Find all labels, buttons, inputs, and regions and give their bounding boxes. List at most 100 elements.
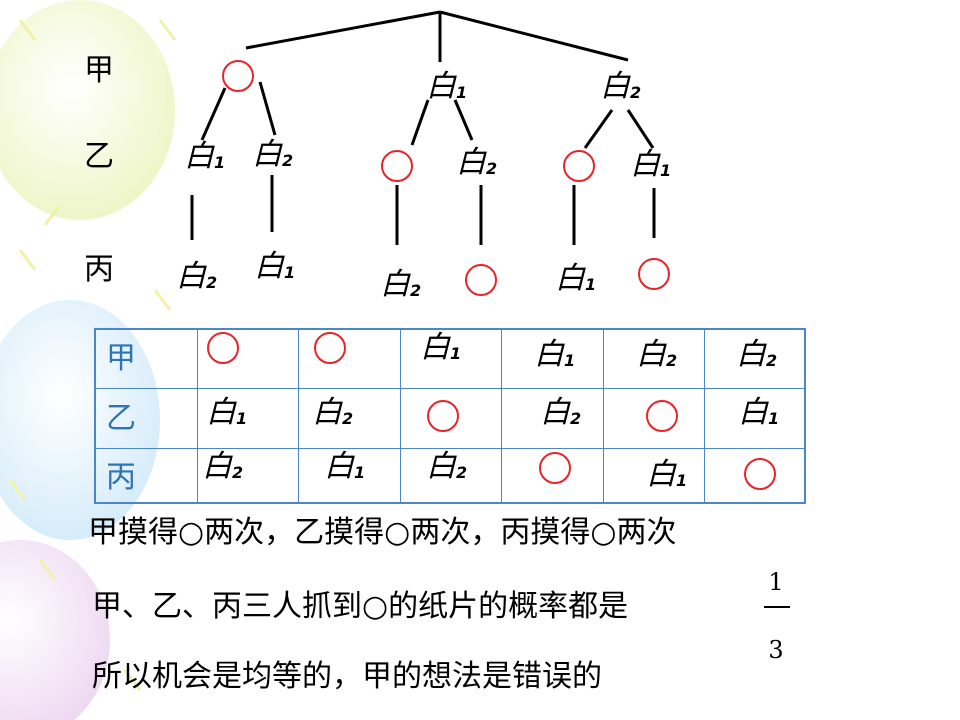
table-cell-ball <box>427 400 459 432</box>
white-char: 白 <box>534 337 564 372</box>
white-char: 白 <box>426 449 456 484</box>
white-char: 白 <box>176 259 206 294</box>
white-char: 白 <box>426 69 456 104</box>
table-divider <box>197 330 198 502</box>
table-row-label-yi: 乙 <box>106 401 136 436</box>
white-char: 白 <box>206 395 236 430</box>
tree-node-ball <box>465 264 497 296</box>
table-cell-ball <box>744 458 776 490</box>
white-sub: 1 <box>354 463 366 482</box>
tree-node-white: 白2 <box>380 270 421 300</box>
tree-node-white: 白1 <box>184 142 225 172</box>
conclusion-line-3: 所以机会是均等的，甲的想法是错误的 <box>92 659 602 694</box>
white-sub: 1 <box>585 275 597 294</box>
table-cell-white: 白2 <box>636 340 677 370</box>
tree-diagram-lines <box>190 10 656 245</box>
white-sub: 2 <box>232 463 244 482</box>
table-cell-white: 白1 <box>534 340 575 370</box>
tree-label-bing: 丙 <box>84 252 114 287</box>
table-divider <box>400 330 401 502</box>
white-char: 白 <box>324 449 354 484</box>
table-cell-white: 白1 <box>738 398 779 428</box>
table-cell-white: 白2 <box>736 340 777 370</box>
white-char: 白 <box>380 267 410 302</box>
white-sub: 2 <box>630 83 642 102</box>
white-sub: 2 <box>666 351 678 370</box>
white-char: 白 <box>736 337 766 372</box>
white-char: 白 <box>738 395 768 430</box>
conclusion-line-2: 甲、乙、丙三人抓到○的纸片的概率都是 <box>92 589 629 624</box>
white-sub: 2 <box>570 409 582 428</box>
white-sub: 1 <box>236 409 248 428</box>
table-cell-white: 白2 <box>202 452 243 482</box>
white-char: 白 <box>630 147 660 182</box>
sparkles <box>8 19 177 691</box>
outcome-table <box>94 328 806 504</box>
fraction-numerator: 1 <box>768 568 784 596</box>
white-char: 白 <box>600 69 630 104</box>
white-sub: 1 <box>676 471 688 490</box>
tree-node-ball <box>381 150 413 182</box>
white-sub: 2 <box>766 351 778 370</box>
table-row-label-jia: 甲 <box>106 341 136 376</box>
tree-node-white: 白2 <box>600 72 641 102</box>
table-cell-white: 白1 <box>206 398 247 428</box>
table-divider <box>603 330 604 502</box>
white-sub: 1 <box>450 344 462 363</box>
table-divider <box>704 330 705 502</box>
tree-node-white: 白1 <box>254 252 295 282</box>
balloon-green <box>0 0 175 220</box>
tree-node-white: 白1 <box>555 264 596 294</box>
white-char: 白 <box>202 449 232 484</box>
tree-node-ball <box>638 258 670 290</box>
tree-node-ball <box>563 150 595 182</box>
table-divider <box>96 448 804 449</box>
white-sub: 2 <box>456 463 468 482</box>
white-sub: 2 <box>410 281 422 300</box>
white-char: 白 <box>312 395 342 430</box>
table-divider <box>298 330 299 502</box>
table-cell-ball <box>314 332 346 364</box>
white-char: 白 <box>254 249 284 284</box>
fraction-denominator: 3 <box>768 636 784 664</box>
white-char: 白 <box>540 395 570 430</box>
fraction-bar <box>764 606 790 608</box>
table-cell-white: 白2 <box>312 398 353 428</box>
tree-node-white: 白1 <box>426 72 467 102</box>
white-char: 白 <box>184 139 214 174</box>
white-sub: 1 <box>456 83 468 102</box>
white-char: 白 <box>420 330 450 365</box>
tree-node-white: 白2 <box>252 140 293 170</box>
table-cell-white: 白2 <box>540 398 581 428</box>
table-cell-white: 白2 <box>426 452 467 482</box>
white-char: 白 <box>646 457 676 492</box>
table-row-label-bing: 丙 <box>106 460 136 495</box>
table-cell-ball <box>646 400 678 432</box>
tree-node-white: 白2 <box>176 262 217 292</box>
white-char: 白 <box>636 337 666 372</box>
conclusion-line-1: 甲摸得○两次，乙摸得○两次，丙摸得○两次 <box>88 515 677 550</box>
white-sub: 2 <box>486 159 498 178</box>
white-sub: 2 <box>342 409 354 428</box>
table-cell-white: 白1 <box>646 460 687 490</box>
white-sub: 2 <box>206 273 218 292</box>
white-char: 白 <box>555 261 585 296</box>
white-sub: 1 <box>564 351 576 370</box>
table-cell-ball <box>539 452 571 484</box>
balloon-blue <box>0 300 160 540</box>
table-cell-white: 白1 <box>420 333 461 363</box>
white-sub: 1 <box>768 409 780 428</box>
tree-label-yi: 乙 <box>84 139 114 174</box>
white-sub: 1 <box>660 161 672 180</box>
table-cell-white: 白1 <box>324 452 365 482</box>
white-sub: 1 <box>214 153 226 172</box>
balloon-purple <box>0 540 110 720</box>
table-cell-ball <box>207 332 239 364</box>
tree-label-jia: 甲 <box>84 53 114 88</box>
tree-node-ball <box>222 60 254 92</box>
table-divider <box>501 330 502 502</box>
white-char: 白 <box>456 145 486 180</box>
white-char: 白 <box>252 137 282 172</box>
tree-node-white: 白1 <box>630 150 671 180</box>
